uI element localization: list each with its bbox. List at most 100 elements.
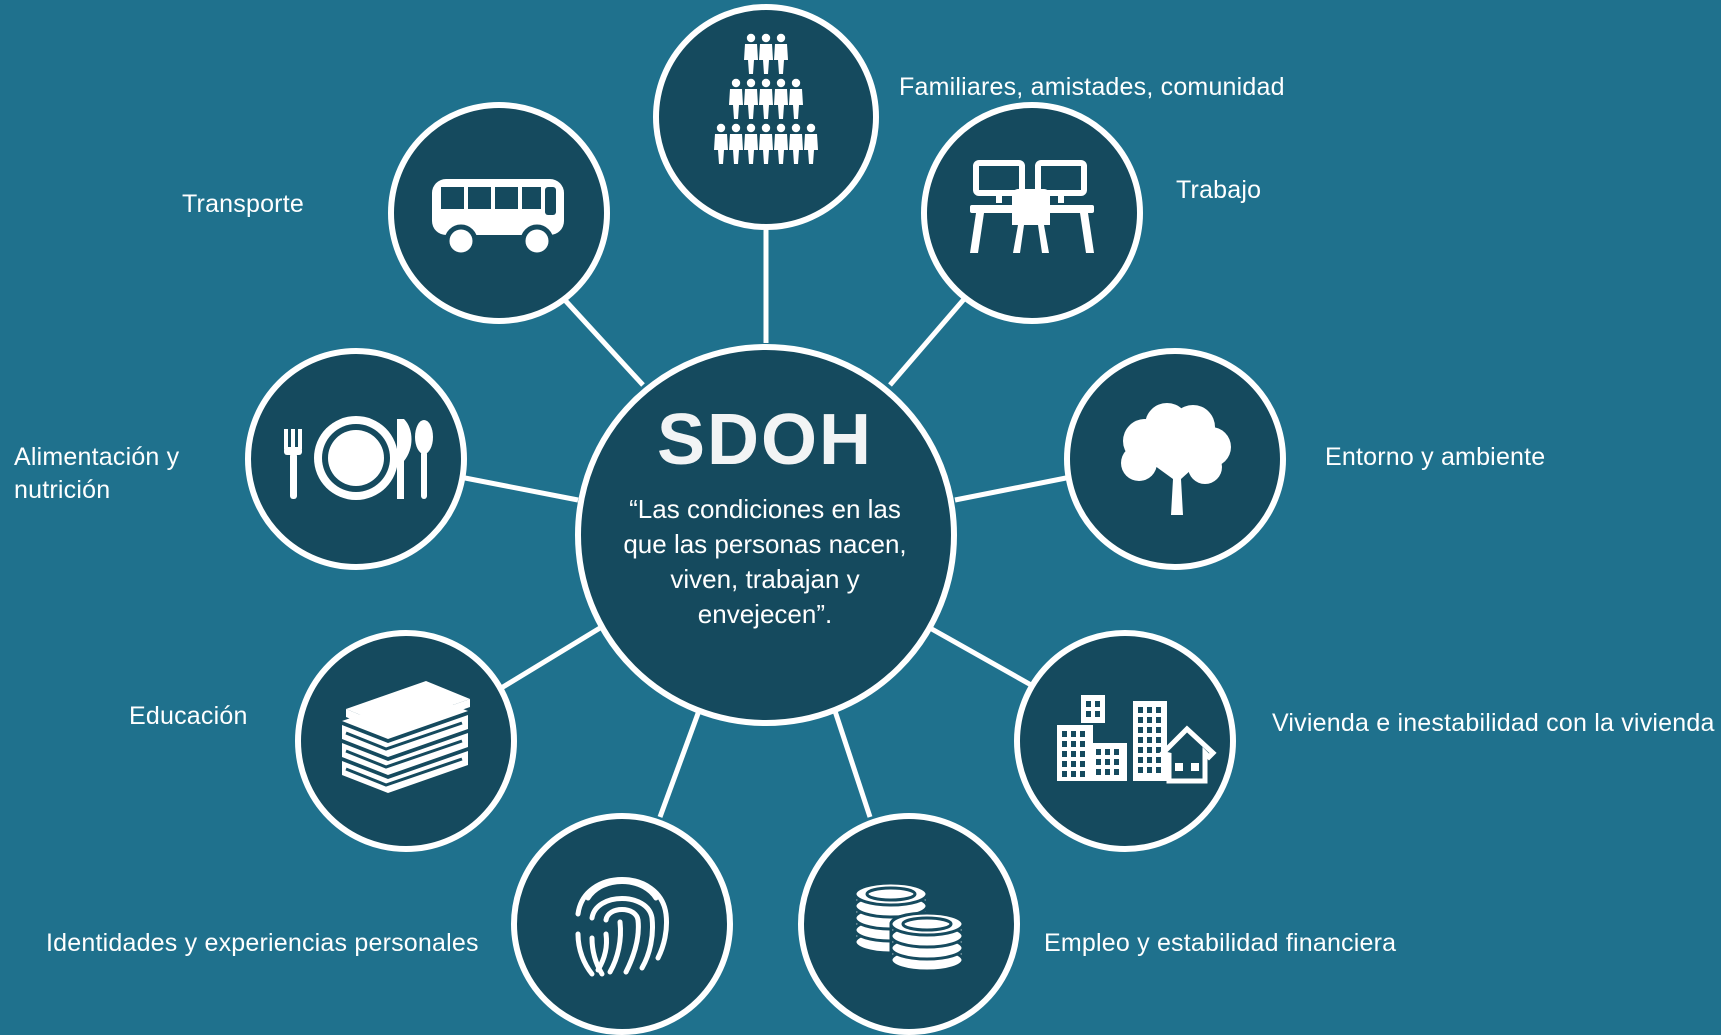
tree-icon: [1121, 403, 1231, 515]
workstation-icon: [970, 160, 1094, 253]
person-figure: [789, 123, 803, 164]
person-figure: [744, 78, 758, 119]
building-window: [1147, 747, 1152, 753]
building-window: [1114, 759, 1119, 765]
connector-trabajo: [888, 296, 967, 387]
building-window: [1080, 771, 1085, 777]
building-window: [1071, 771, 1076, 777]
fingerprint-icon: [575, 877, 669, 977]
building-window: [1138, 747, 1143, 753]
person-figure: [729, 123, 743, 164]
building-window: [1095, 711, 1100, 717]
building-window: [1105, 769, 1110, 775]
building-window: [1138, 737, 1143, 743]
person-figure: [759, 33, 773, 74]
building-window: [1095, 701, 1100, 707]
books-icon: [342, 681, 470, 793]
building-window: [1080, 731, 1085, 737]
label-alimentacion: Alimentación y nutrición: [14, 443, 180, 504]
label-empleo: Empleo y estabilidad financiera: [1044, 929, 1397, 957]
building-window: [1156, 747, 1161, 753]
building-window: [1147, 737, 1152, 743]
building-window: [1096, 769, 1101, 775]
building-window: [1156, 717, 1161, 723]
building-window: [1080, 761, 1085, 767]
building-window: [1086, 701, 1091, 707]
buildings-icon: [1057, 695, 1217, 784]
house-window: [1175, 763, 1183, 771]
connector-empleo: [831, 707, 873, 818]
person-figure: [774, 123, 788, 164]
building-window: [1147, 727, 1152, 733]
connector-educacion: [496, 625, 602, 693]
building-window: [1062, 741, 1067, 747]
building-window: [1147, 767, 1152, 773]
person-figure: [744, 33, 758, 74]
building-window: [1156, 757, 1161, 763]
building-window: [1071, 741, 1076, 747]
building-window: [1062, 771, 1067, 777]
building-window: [1096, 759, 1101, 765]
hub-quote: “Las condiciones en las que las personas…: [623, 494, 907, 629]
connector-alimentacion: [464, 475, 579, 503]
building-window: [1080, 751, 1085, 757]
plate-cutlery-icon: [284, 416, 433, 500]
coin-rim: [865, 886, 917, 902]
building-window: [1105, 749, 1110, 755]
building-window: [1086, 711, 1091, 717]
building-window: [1156, 707, 1161, 713]
house-window: [1191, 763, 1199, 771]
label-familiares: Familiares, amistades, comunidad: [899, 73, 1285, 101]
building-window: [1071, 761, 1076, 767]
connectors: [464, 227, 1067, 818]
person-figure: [804, 123, 818, 164]
building-window: [1147, 717, 1152, 723]
building-window: [1080, 741, 1085, 747]
person-figure: [759, 78, 773, 119]
building-window: [1147, 707, 1152, 713]
label-identidades: Identidades y experiencias personales: [46, 929, 479, 957]
coins-icon: [853, 881, 965, 973]
label-educacion: Educación: [129, 702, 248, 730]
building-window: [1062, 751, 1067, 757]
person-figure: [714, 123, 728, 164]
building-window: [1138, 707, 1143, 713]
label-entorno: Entorno y ambiente: [1325, 443, 1546, 471]
building-window: [1096, 749, 1101, 755]
label-trabajo: Trabajo: [1176, 176, 1262, 204]
node-circle-vivienda: [1014, 630, 1236, 852]
node-circles: [245, 4, 1286, 1035]
label-vivienda: Vivienda e inestabilidad con la vivienda: [1272, 709, 1715, 737]
building: [1081, 695, 1105, 723]
building-window: [1062, 731, 1067, 737]
building-window: [1062, 761, 1067, 767]
connector-identidades: [657, 707, 703, 818]
connector-transporte: [561, 296, 645, 387]
building-window: [1138, 717, 1143, 723]
connector-vivienda: [928, 625, 1042, 693]
building-window: [1138, 727, 1143, 733]
person-figure: [774, 78, 788, 119]
building-window: [1156, 737, 1161, 743]
building-window: [1156, 727, 1161, 733]
building-window: [1114, 749, 1119, 755]
person-figure: [759, 123, 773, 164]
bus-icon: [432, 179, 564, 258]
building-window: [1138, 757, 1143, 763]
building-window: [1147, 757, 1152, 763]
hub-title: SDOH: [656, 400, 874, 480]
person-figure: [729, 78, 743, 119]
house: [1159, 725, 1217, 784]
person-figure: [744, 123, 758, 164]
building-window: [1114, 769, 1119, 775]
people-pyramid-icon: [714, 33, 818, 164]
building-window: [1156, 767, 1161, 773]
person-figure: [774, 33, 788, 74]
building-window: [1071, 731, 1076, 737]
person-figure: [789, 78, 803, 119]
building-window: [1138, 767, 1143, 773]
building-window: [1105, 759, 1110, 765]
connector-entorno: [954, 475, 1067, 503]
